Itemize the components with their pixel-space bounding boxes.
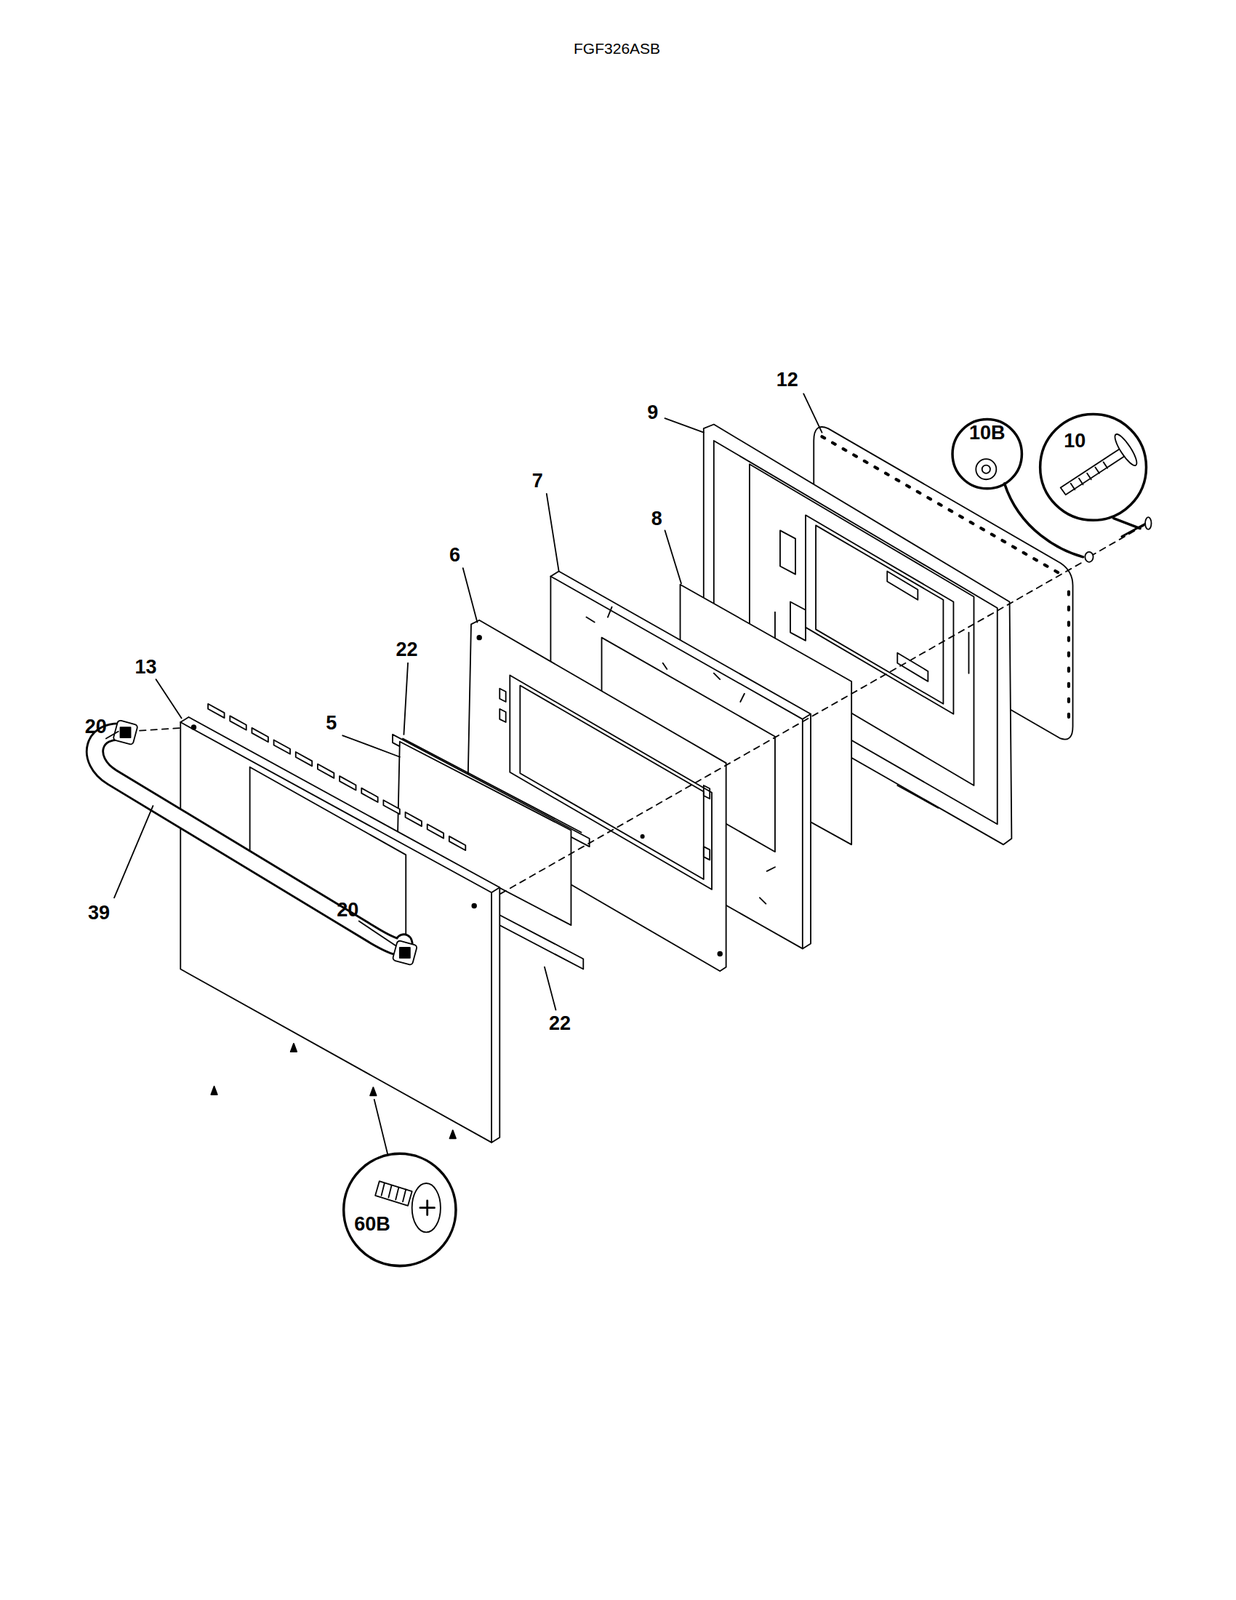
callout-number: 9	[647, 402, 658, 422]
callout-number: 20	[336, 900, 359, 920]
callout-number: 5	[325, 713, 337, 733]
callout-number: 39	[87, 903, 110, 923]
vent-slot	[427, 823, 444, 838]
model-title: FGF326ASB	[573, 39, 661, 56]
vent-slot	[274, 739, 291, 754]
callout-number: 22	[396, 639, 419, 660]
callout-number: 13	[135, 657, 158, 677]
callout-number: 10	[1063, 430, 1086, 451]
callout-number: 6	[449, 545, 461, 565]
callout-number: 10B	[969, 422, 1006, 443]
vent-slot	[449, 836, 466, 850]
callout-number: 8	[651, 508, 663, 528]
callout-number: 60B	[354, 1214, 391, 1234]
vent-slot	[317, 764, 334, 778]
vent-slot	[339, 775, 356, 790]
callout-number: 22	[548, 1012, 571, 1033]
vent-slot	[251, 727, 268, 742]
callout-number: 12	[776, 369, 799, 389]
vent-slot	[405, 812, 422, 826]
callout-number: 7	[532, 470, 544, 491]
vent-slot	[383, 799, 400, 814]
vent-slot	[361, 788, 378, 802]
vent-slot	[229, 715, 246, 730]
callout-number: 20	[85, 716, 107, 736]
vent-slot	[207, 703, 224, 718]
vent-slot	[295, 751, 312, 766]
